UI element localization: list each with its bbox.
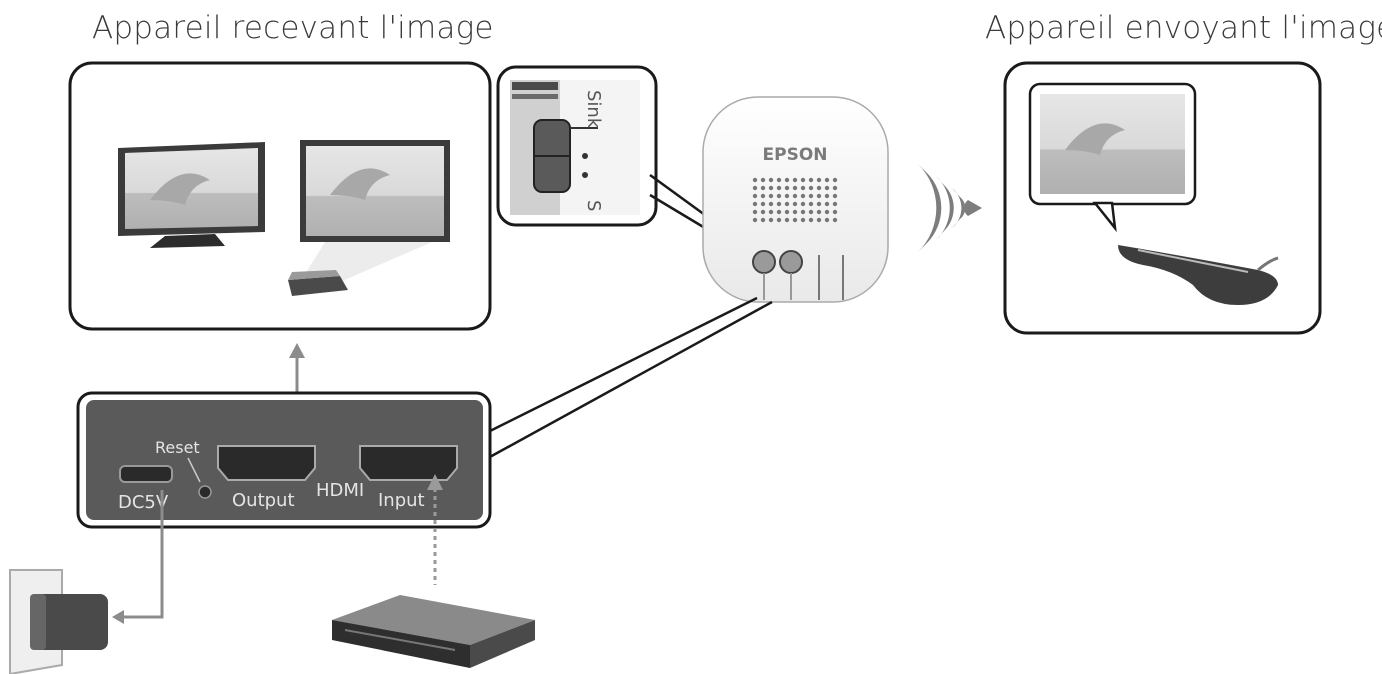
speaker-grille-dot: [808, 209, 814, 215]
hdmi-output-port-icon: [217, 445, 316, 481]
speaker-grille-dot: [768, 201, 774, 207]
speaker-grille-dot: [808, 177, 814, 183]
hdmi-input-port-icon: [359, 445, 458, 481]
blu-ray-player-icon: [332, 595, 535, 668]
speaker-grille-dot: [824, 201, 830, 207]
speaker-grille-dot: [792, 217, 798, 223]
receiving-device-title: Appareil recevant l'image: [92, 10, 494, 46]
speaker-grille-dot: [832, 217, 838, 223]
speaker-grille-dot: [752, 217, 758, 223]
speaker-grille-dot: [760, 209, 766, 215]
speaker-grille-dot: [776, 177, 782, 183]
dc-port-icon: [119, 465, 173, 483]
output-label: Output: [232, 490, 295, 511]
speaker-grille-dot: [800, 193, 806, 199]
speaker-grille-dot: [784, 209, 790, 215]
speaker-grille-dot: [816, 177, 822, 183]
speaker-grille-dot: [768, 193, 774, 199]
speaker-grille-dot: [752, 193, 758, 199]
speaker-grille-dot: [792, 193, 798, 199]
speaker-grille-dot: [800, 217, 806, 223]
speaker-grille-dot: [792, 201, 798, 207]
speaker-grille-dot: [832, 201, 838, 207]
speaker-grille-dot: [816, 201, 822, 207]
speaker-grille-dot: [800, 185, 806, 191]
switch-zoom-callout: Sink S: [496, 65, 706, 230]
speaker-grille-dot: [768, 177, 774, 183]
dc5v-label: DC5V: [118, 492, 169, 513]
speaker-grille-dot: [784, 217, 790, 223]
port-panel: DC5V Reset Output HDMI Input: [76, 391, 492, 529]
speaker-grille-dot: [768, 185, 774, 191]
speaker-grille-dot: [752, 201, 758, 207]
smart-glasses-icon: [1118, 245, 1279, 305]
projection-screen-icon: [300, 140, 450, 282]
speaker-grille-dot: [784, 193, 790, 199]
speaker-grille-dot: [752, 209, 758, 215]
speaker-grille-dot: [784, 185, 790, 191]
speaker-grille-dot: [760, 217, 766, 223]
reset-label: Reset: [155, 438, 200, 457]
speaker-grille-dot: [776, 201, 782, 207]
speaker-grille-dot: [792, 185, 798, 191]
hdmi-label: HDMI: [316, 480, 364, 501]
speaker-grille-dot: [784, 177, 790, 183]
speaker-grille-dot: [800, 201, 806, 207]
speaker-grille-dot: [784, 201, 790, 207]
speaker-grille-dot: [800, 177, 806, 183]
speaker-grille-dot: [760, 185, 766, 191]
power-cable-arrow: [112, 490, 164, 624]
speaker-grille-dot: [824, 209, 830, 215]
speaker-grille-dot: [816, 185, 822, 191]
speaker-grille-dot: [824, 193, 830, 199]
speaker-grille-dot: [808, 217, 814, 223]
speaker-grille-dot: [824, 185, 830, 191]
speaker-grille-dot: [768, 217, 774, 223]
callout-line-bottom: [487, 300, 773, 460]
speaker-grille-dot: [768, 209, 774, 215]
speaker-grille-dot: [816, 209, 822, 215]
speaker-grille-dot: [808, 185, 814, 191]
speaker-grille-dot: [776, 193, 782, 199]
speaker-grille-dot: [776, 185, 782, 191]
speaker-grille-dot: [816, 217, 822, 223]
speaker-grille-dot: [792, 209, 798, 215]
speaker-grille-dot: [824, 177, 830, 183]
speaker-grille-dot: [760, 177, 766, 183]
speaker-grille-dot: [824, 217, 830, 223]
speaker-grille-dot: [760, 201, 766, 207]
speaker-grille-dot: [832, 177, 838, 183]
speaker-grille-dot: [792, 177, 798, 183]
speaker-grille-dot: [800, 209, 806, 215]
speaker-grille-dot: [816, 193, 822, 199]
speaker-grille-dot: [776, 209, 782, 215]
projector-icon: [288, 270, 348, 296]
receiving-devices-box: [68, 61, 492, 331]
speaker-grille-dot: [752, 177, 758, 183]
speaker-grille-dot: [832, 209, 838, 215]
callout-line-top: [487, 296, 758, 434]
epson-brand-label: EPSON: [763, 145, 828, 165]
sink-label: Sink: [583, 90, 604, 129]
sending-device-title: Appareil envoyant l'image: [985, 10, 1382, 46]
wireless-signal-icon: [918, 164, 982, 252]
speaker-grille-dot: [808, 193, 814, 199]
epson-hub-icon: EPSON: [702, 96, 889, 303]
speaker-grille-dot: [832, 185, 838, 191]
speaker-grille-dot: [752, 185, 758, 191]
power-adapter-icon: [9, 569, 108, 674]
speaker-grille-dot: [808, 201, 814, 207]
speaker-grille-dot: [776, 217, 782, 223]
input-label: Input: [378, 490, 425, 511]
speaker-grille-dot: [760, 193, 766, 199]
reset-button-icon: [198, 485, 212, 499]
switch-label-partial: S: [583, 200, 604, 211]
sending-device-box: [1003, 61, 1322, 335]
tv-icon: [118, 142, 265, 248]
input-arrow: [427, 474, 443, 585]
speaker-grille-dot: [832, 193, 838, 199]
